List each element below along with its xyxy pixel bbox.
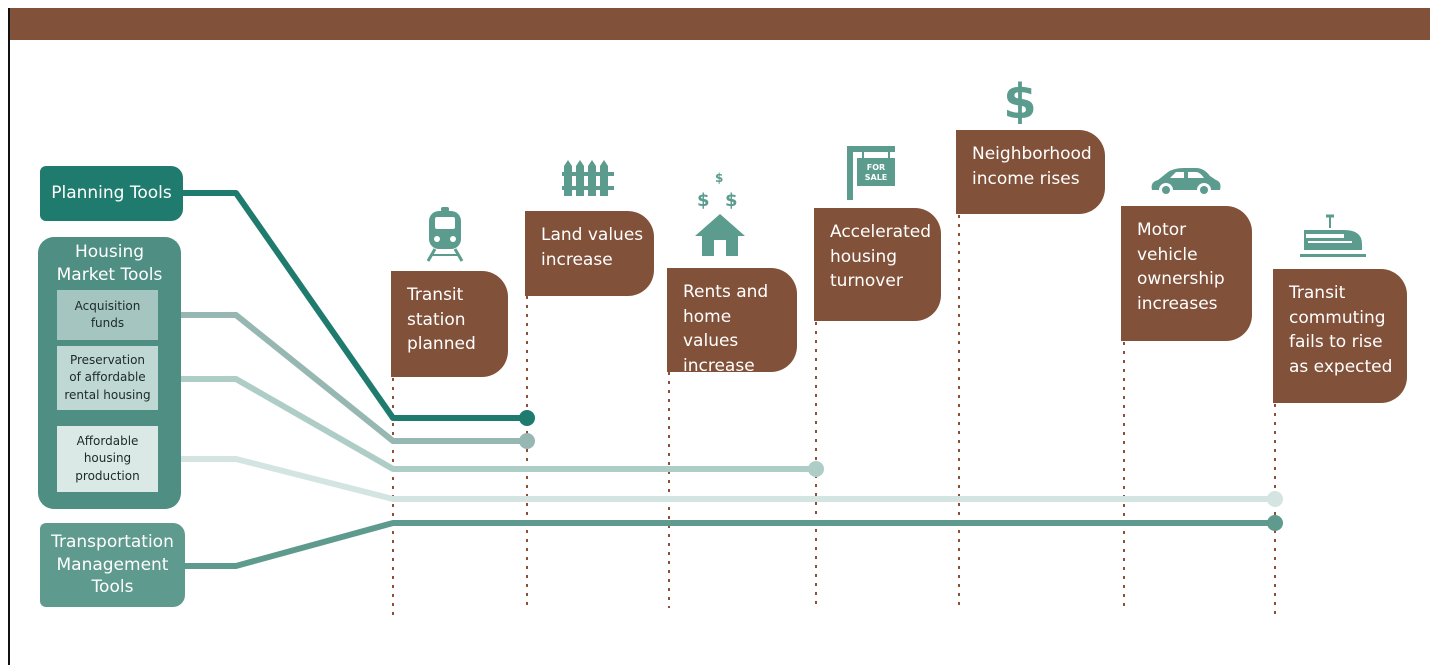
transportation-line: [185, 520, 1275, 569]
acquisition-line: [153, 312, 527, 444]
svg-text:SALE: SALE: [865, 173, 888, 182]
svg-text:$: $: [1003, 74, 1036, 124]
step-land-values: Land values increase: [525, 211, 654, 296]
planning-tools-box: Planning Tools: [40, 166, 183, 221]
transportation-tools-box: Transportation Management Tools: [40, 523, 185, 607]
car-icon: [1151, 168, 1221, 197]
step-transit-commuting: Transit commuting fails to rise as expec…: [1273, 269, 1407, 403]
svg-text:FOR: FOR: [867, 163, 885, 172]
fence-icon: [562, 160, 614, 196]
preservation-box: Preservation of affordable rental housin…: [57, 346, 158, 410]
planning-endpoint: [519, 410, 535, 426]
housing-market-label: Housing Market Tools: [56, 242, 163, 285]
train-icon: [426, 207, 464, 262]
svg-text:$: $: [725, 190, 738, 211]
svg-text:$: $: [697, 190, 710, 211]
acquisition-funds-box: Acquisition funds: [57, 290, 158, 340]
for-sale-sign-icon: FOR SALE: [847, 146, 895, 200]
preservation-line: [153, 376, 816, 472]
transportation-endpoint: [1267, 515, 1283, 531]
tram-icon: [1300, 214, 1366, 257]
affordable-production-box: Affordable housing production: [57, 426, 158, 492]
step-vehicle-ownership: Motor vehicle ownership increases: [1121, 206, 1252, 341]
dollar-icon: $: [1003, 74, 1036, 124]
left-border: [8, 8, 10, 665]
svg-text:$: $: [715, 171, 723, 185]
planning-line: [183, 190, 527, 421]
step-transit-station: Transit station planned: [391, 271, 508, 377]
step-rents-home: Rents and home values increase: [667, 268, 797, 376]
affordable-endpoint: [1267, 491, 1283, 507]
step-income-rises: Neighborhood income rises: [956, 130, 1105, 214]
top-banner: [10, 8, 1430, 40]
step-housing-turnover: Accelerated housing turnover: [814, 208, 941, 321]
house-dollar-icon: $ $ $: [695, 171, 745, 256]
preservation-endpoint: [808, 461, 824, 477]
affordable-line: [150, 456, 1275, 502]
acquisition-endpoint: [519, 433, 535, 449]
